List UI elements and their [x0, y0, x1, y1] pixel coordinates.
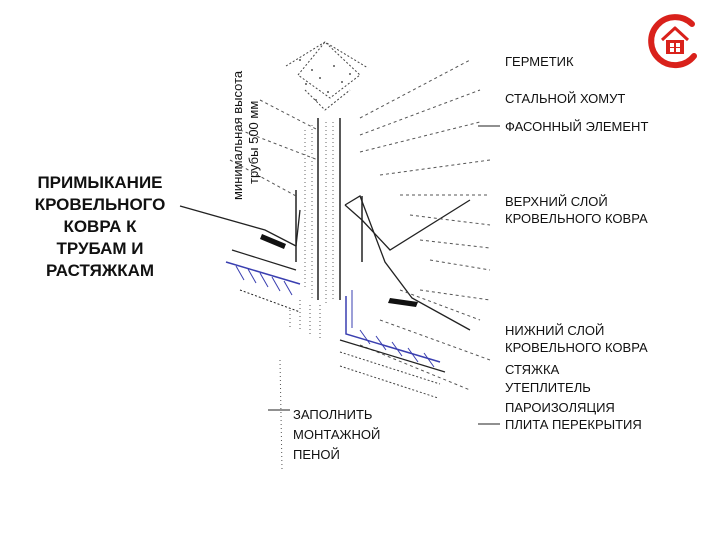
- label-lower-layer: НИЖНИЙ СЛОЙ КРОВЕЛЬНОГО КОВРА: [505, 322, 648, 356]
- label-steel-clamp: СТАЛЬНОЙ ХОМУТ: [505, 91, 626, 106]
- label-shaped-element: ФАСОННЫЙ ЭЛЕМЕНТ: [505, 119, 649, 134]
- house-logo-icon: [648, 14, 697, 69]
- title-line-4: ТРУБАМ И: [56, 239, 144, 258]
- label-vapor-barrier: ПАРОИЗОЛЯЦИЯ: [505, 400, 615, 415]
- label-germetik: ГЕРМЕТИК: [505, 54, 574, 69]
- label-foam-line-3: ПЕНОЙ: [293, 447, 340, 462]
- label-lower-layer-line-1: НИЖНИЙ СЛОЙ: [505, 323, 605, 338]
- label-screed: СТЯЖКА: [505, 362, 560, 377]
- page-title: ПРИМЫКАНИЕ КРОВЕЛЬНОГО КОВРА К ТРУБАМ И …: [14, 172, 186, 282]
- right-layer-section: [339, 290, 446, 399]
- title-line-2: КРОВЕЛЬНОГО: [34, 195, 166, 214]
- label-upper-layer: ВЕРХНИЙ СЛОЙ КРОВЕЛЬНОГО КОВРА: [505, 193, 648, 227]
- cap-texture: [299, 59, 351, 101]
- left-layer-section: [225, 249, 301, 313]
- pipe-walls: [295, 118, 363, 300]
- label-lower-layer-line-2: КРОВЕЛЬНОГО КОВРА: [505, 340, 648, 355]
- label-insulation: УТЕПЛИТЕЛЬ: [505, 380, 591, 395]
- label-upper-layer-line-2: КРОВЕЛЬНОГО КОВРА: [505, 211, 648, 226]
- title-line-5: РАСТЯЖКАМ: [45, 261, 155, 280]
- title-line-3: КОВРА К: [63, 217, 137, 236]
- pipe-cap: [285, 41, 369, 111]
- label-foam: ЗАПОЛНИТЬ МОНТАЖНОЙ ПЕНОЙ: [293, 405, 380, 465]
- pipe-shading: [304, 122, 334, 305]
- label-floor-slab: ПЛИТА ПЕРЕКРЫТИЯ: [505, 417, 642, 432]
- title-line-1: ПРИМЫКАНИЕ: [37, 173, 163, 192]
- shaped-element-marks: [260, 234, 418, 307]
- label-upper-layer-line-1: ВЕРХНИЙ СЛОЙ: [505, 194, 608, 209]
- leader-lines: [268, 125, 500, 425]
- label-foam-line-2: МОНТАЖНОЙ: [293, 427, 381, 442]
- upper-roof-layer: [179, 195, 471, 331]
- perspective-lines: [229, 59, 491, 391]
- label-foam-line-1: ЗАПОЛНИТЬ: [293, 407, 373, 422]
